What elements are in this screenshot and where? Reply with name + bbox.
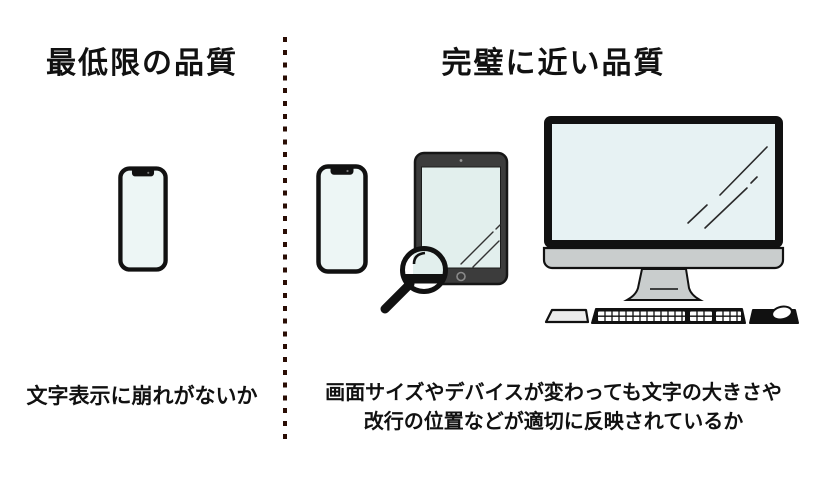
right-panel-caption: 画面サイズやデバイスが変わっても文字の大きさや 改行の位置などが適切に反映されて…	[287, 379, 820, 437]
right-caption-line-2: 改行の位置などが適切に反映されているか	[363, 411, 744, 433]
left-panel-title: 最低限の品質	[46, 47, 238, 80]
smartphone-icon	[118, 166, 168, 272]
right-caption-line-1: 画面サイズやデバイスが変わっても文字の大きさや	[325, 382, 782, 404]
dashed-divider	[283, 37, 287, 443]
monitor-icon	[542, 116, 785, 301]
mouse-icon	[749, 305, 799, 324]
desktop-computer-icon	[542, 116, 799, 324]
tablet-with-magnifier-icon	[380, 151, 509, 314]
magnifier-icon	[380, 246, 448, 314]
right-panel-title: 完璧に近い品質	[441, 47, 666, 80]
trackpad-icon	[544, 308, 590, 324]
keyboard-icon	[591, 308, 746, 324]
smartphone-icon	[316, 164, 368, 274]
left-panel-caption: 文字表示に崩れがないか	[26, 385, 258, 408]
